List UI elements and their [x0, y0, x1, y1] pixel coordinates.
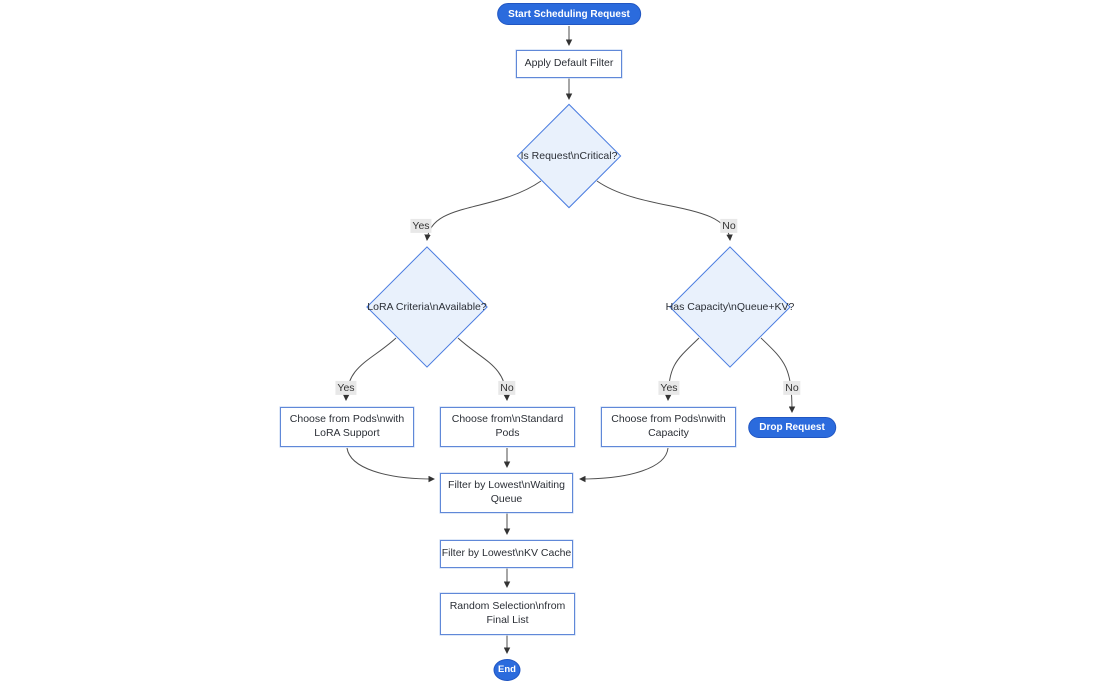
node-choose-pods-lora: Choose from Pods\nwith LoRA Support [280, 407, 414, 447]
node-start: Start Scheduling Request [497, 3, 641, 25]
edge-choose-lora-to-filter-waiting [346, 447, 435, 483]
node-lora-criteria-available-label: LoRA Criteria\nAvailable? [367, 301, 487, 313]
edge-label-critical-no: No [720, 218, 738, 234]
node-filter-kv-cache: Filter by Lowest\nKV Cache [440, 540, 573, 568]
edge-label-capacity-no: No [783, 380, 801, 396]
edge-label-lora-no: No [498, 380, 516, 396]
node-is-request-critical-label: Is Request\nCritical? [520, 150, 618, 162]
edge-label-critical-yes: Yes [410, 218, 432, 234]
edge-label-lora-yes: Yes [335, 380, 357, 396]
node-choose-standard-pods: Choose from\nStandard Pods [440, 407, 575, 447]
node-random-selection: Random Selection\nfrom Final List [440, 593, 575, 635]
edge-critical-yes-to-lora [424, 180, 542, 241]
edge-capacity-no-to-drop [760, 337, 796, 413]
node-apply-default-filter: Apply Default Filter [516, 50, 622, 78]
edge-critical-no-to-capacity [596, 180, 733, 241]
node-drop-request: Drop Request [748, 417, 836, 438]
node-filter-waiting-queue: Filter by Lowest\nWaiting Queue [440, 473, 573, 513]
node-choose-pods-capacity: Choose from Pods\nwith Capacity [601, 407, 736, 447]
edge-label-capacity-yes: Yes [658, 380, 680, 396]
node-has-capacity-queue-kv-label: Has Capacity\nQueue+KV? [665, 301, 795, 313]
node-end: End [493, 659, 521, 681]
edge-choose-capacity-to-filter-waiting [579, 447, 669, 483]
